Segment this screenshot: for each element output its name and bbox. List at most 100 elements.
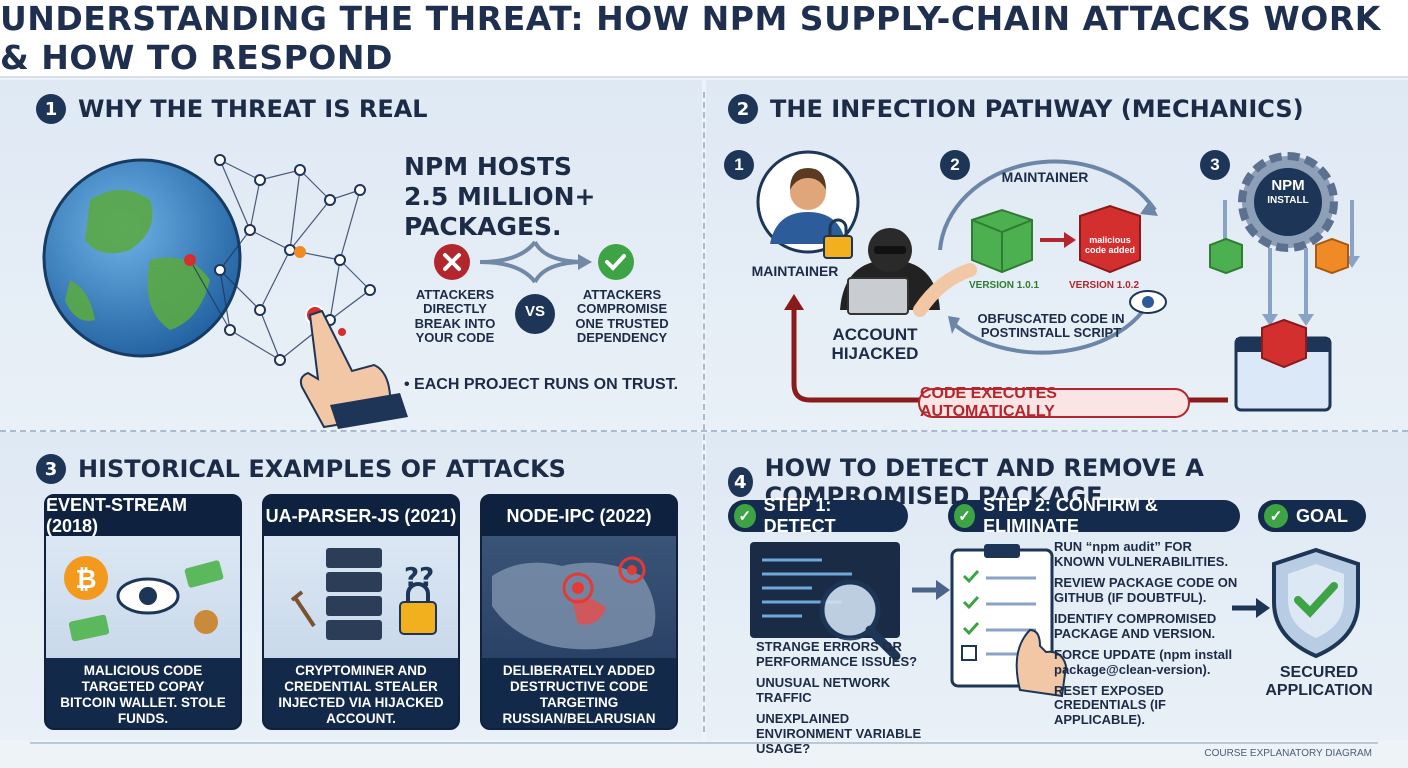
checklist-clipboard-icon — [950, 544, 1068, 698]
pathway-step-3: 3 — [1200, 150, 1230, 180]
globe-network-illustration — [42, 154, 408, 429]
check-icon: ✓ — [954, 504, 976, 528]
section-title: WHY THE THREAT IS REAL — [78, 95, 428, 123]
section-title: THE INFECTION PATHWAY (MECHANICS) — [770, 95, 1304, 123]
target-icon — [618, 556, 646, 584]
list-item: UNUSUAL NETWORK TRAFFIC — [756, 674, 891, 705]
pathway-step-2: 2 — [940, 150, 970, 180]
section-2-heading: 2 THE INFECTION PATHWAY (MECHANICS) — [728, 94, 1304, 124]
confirm-actions-list: RUN “npm audit” FOR KNOWN VULNERABILITIE… — [1054, 539, 1240, 734]
globe-icon — [42, 158, 242, 358]
footer-caption: COURSE EXPLANATORY DIAGRAM — [1204, 748, 1372, 759]
footer-rule — [30, 742, 1378, 744]
horizontal-divider — [0, 430, 1408, 432]
account-hijacked-label: ACCOUNT HIJACKED — [831, 325, 919, 363]
lock-icon — [823, 218, 853, 259]
vertical-divider — [703, 92, 705, 732]
security-shield-icon — [1272, 547, 1360, 659]
example-card-node-ipc: NODE-IPC (2022) MAINTAINER DELIBERATELY … — [480, 494, 678, 730]
vs-arrows-illustration — [434, 240, 634, 334]
code-executes-banner: CODE EXECUTES AUTOMATICALLY — [918, 385, 1190, 420]
npm-stat: NPM HOSTS 2.5 MILLION+ PACKAGES. — [404, 152, 694, 242]
svg-text:₿: ₿ — [75, 565, 96, 595]
step-label: GOAL — [1296, 505, 1348, 526]
example-card-ua-parser: UA-PARSER-JS (2021) ?? CRYPTOMINER AND C… — [262, 494, 460, 730]
list-item: RESET EXPOSED CREDENTIALS (IF APPLICABLE… — [1054, 682, 1166, 728]
section-4-heading: 4 HOW TO DETECT AND REMOVE A COMPROMISED… — [728, 454, 1408, 510]
npm-install-gear-icon — [1238, 152, 1338, 252]
card-illustration: ?? — [264, 536, 458, 658]
list-item: FORCE UPDATE (npm install package@clean-… — [1054, 646, 1233, 677]
detect-symptoms-list: STRANGE ERRORS OR PERFORMANCE ISSUES? UN… — [756, 639, 932, 763]
card-description: MALICIOUS CODE TARGETED COPAY BITCOIN WA… — [60, 662, 226, 727]
shovel-icon — [290, 590, 316, 628]
section-number: 1 — [36, 94, 66, 124]
bitcoin-icon — [64, 556, 108, 600]
obfuscated-label: OBFUSCATED CODE IN POSTINSTALL SCRIPT — [977, 311, 1125, 341]
check-icon: ✓ — [734, 504, 756, 528]
section-1-heading: 1 WHY THE THREAT IS REAL — [36, 94, 428, 124]
card-illustration: ₿ — [46, 536, 240, 658]
package-malicious-icon — [1079, 204, 1141, 274]
target-icon — [562, 572, 594, 604]
install-label: INSTALL — [1267, 195, 1309, 206]
version-good-label: VERSION 1.0.1 — [968, 280, 1040, 291]
laptop-icon — [847, 277, 909, 315]
secured-application-label: SECURED APPLICATION — [1265, 664, 1373, 699]
step-label: STEP 1: DETECT — [763, 495, 836, 536]
section-title: HOW TO DETECT AND REMOVE A COMPROMISED P… — [764, 454, 1204, 510]
detect-remove-illustration — [750, 542, 1360, 698]
padlock-icon — [399, 582, 437, 635]
section-number: 4 — [728, 467, 753, 497]
vs-label: VS — [524, 303, 545, 320]
direct-attack-label: ATTACKERS DIRECTLY BREAK INTO YOUR CODE — [414, 287, 496, 345]
pointing-hand-icon — [1015, 628, 1068, 698]
package-orange-icon — [1315, 237, 1349, 275]
list-item: REVIEW PACKAGE CODE ON GITHUB (IF DOUBTF… — [1054, 574, 1238, 605]
maintainer-label: MAINTAINER — [751, 263, 839, 279]
version-bad-label: VERSION 1.0.2 — [1068, 280, 1140, 291]
infection-pathway-illustration — [756, 150, 1360, 412]
card-illustration — [482, 536, 676, 658]
list-item: STRANGE ERRORS OR PERFORMANCE ISSUES? — [756, 639, 918, 669]
npm-label: NPM — [1271, 177, 1305, 194]
card-title: UA-PARSER-JS (2021) — [264, 496, 458, 536]
npm-stat-line-1: NPM HOSTS — [404, 152, 573, 181]
example-card-event-stream: EVENT-STREAM (2018) ₿ MALICIOUS CODE TAR… — [44, 494, 242, 730]
card-title: EVENT-STREAM (2018) — [46, 496, 240, 536]
dependency-attack-label: ATTACKERS COMPROMISE ONE TRUSTED DEPENDE… — [575, 287, 669, 345]
malicious-tag: malicious code added — [1084, 235, 1135, 255]
cash-icon — [184, 560, 224, 588]
section-3-heading: 3 HISTORICAL EXAMPLES OF ATTACKS — [36, 454, 566, 484]
server-icon — [326, 548, 382, 640]
section-number: 2 — [728, 94, 758, 124]
hacker-icon — [840, 228, 940, 315]
check-icon: ✓ — [1264, 504, 1288, 528]
pointing-hand-icon — [299, 309, 408, 429]
browser-window-icon — [1234, 318, 1332, 412]
pathway-step-1: 1 — [724, 150, 754, 180]
list-item: RUN “npm audit” FOR KNOWN VULNERABILITIE… — [1054, 539, 1229, 569]
vs-badge — [515, 294, 555, 334]
list-item: UNEXPLAINED ENVIRONMENT VARIABLE USAGE? — [756, 710, 922, 756]
package-good-icon — [1209, 237, 1243, 275]
package-good-icon — [971, 208, 1033, 274]
step-label: STEP 2: CONFIRM & ELIMINATE — [983, 495, 1158, 536]
npm-stat-line-2: 2.5 MILLION+ PACKAGES. — [404, 182, 596, 241]
card-title: NODE-IPC (2022) — [482, 496, 676, 536]
page-title: UNDERSTANDING THE THREAT: HOW NPM SUPPLY… — [0, 0, 1408, 78]
list-item: IDENTIFY COMPROMISED PACKAGE AND VERSION… — [1054, 610, 1217, 641]
magnifier-icon — [819, 579, 901, 661]
card-description: MAINTAINER DELIBERATELY ADDED DESTRUCTIV… — [502, 646, 656, 728]
money-bag-icon — [194, 610, 218, 634]
step-confirm-badge: ✓ STEP 2: CONFIRM & ELIMINATE — [948, 495, 1240, 536]
maintainer-top-label: MAINTAINER — [1001, 169, 1089, 185]
step-detect-badge: ✓ STEP 1: DETECT — [728, 495, 908, 536]
card-description: CRYPTOMINER AND CREDENTIAL STEALER INJEC… — [278, 662, 444, 727]
section-title: HISTORICAL EXAMPLES OF ATTACKS — [78, 455, 566, 483]
section-number: 3 — [36, 454, 66, 484]
step-goal-badge: ✓ GOAL — [1258, 500, 1366, 532]
eye-icon — [1129, 290, 1167, 314]
trust-note: • EACH PROJECT RUNS ON TRUST. — [404, 376, 679, 393]
